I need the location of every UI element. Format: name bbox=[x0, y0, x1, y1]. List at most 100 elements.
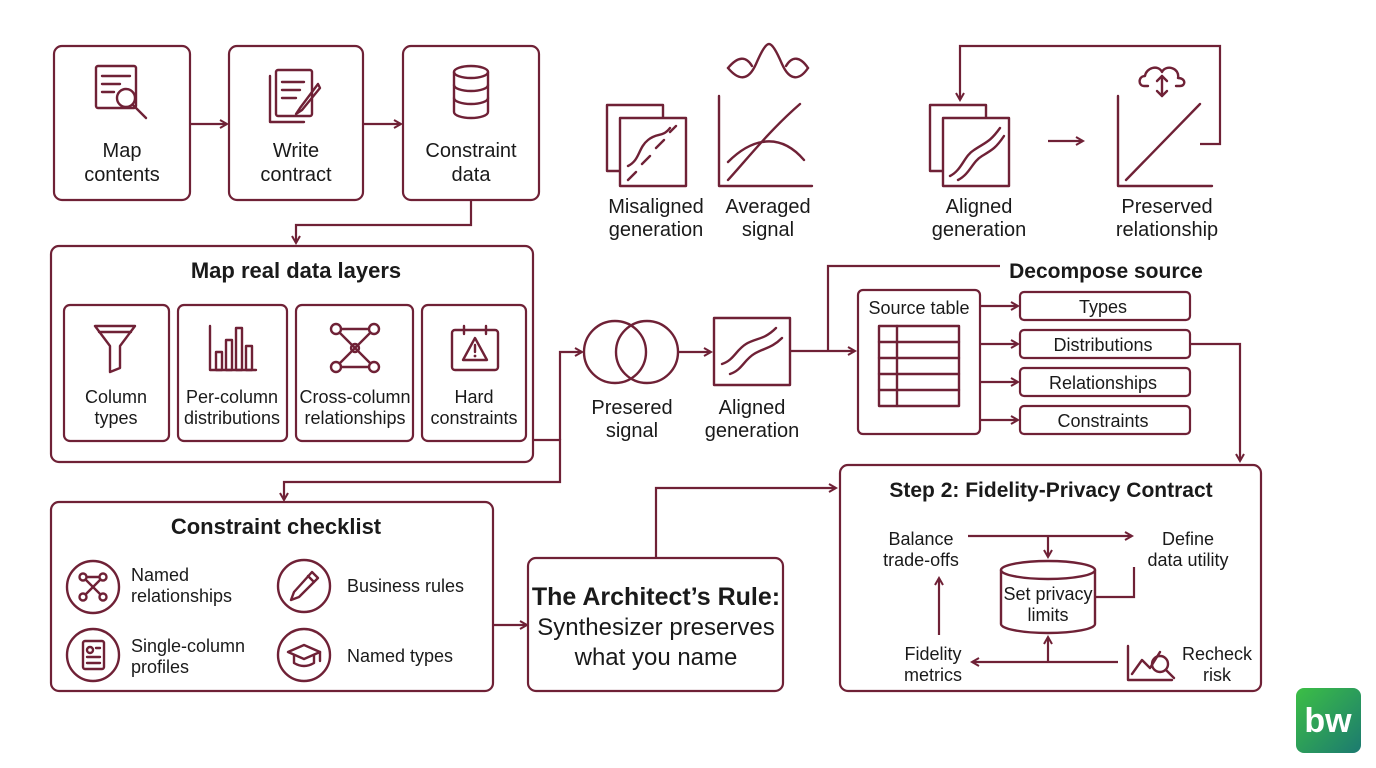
rule-line1: Synthesizer preserves bbox=[537, 614, 774, 641]
svg-text:Business rules: Business rules bbox=[347, 576, 464, 596]
svg-text:relationships: relationships bbox=[131, 586, 232, 606]
output-relationships: Relationships bbox=[1018, 366, 1192, 398]
decompose-section: Decompose source Source table Types Dist… bbox=[856, 260, 1203, 436]
svg-text:Types: Types bbox=[1079, 297, 1127, 317]
svg-text:Cross-column: Cross-column bbox=[299, 387, 410, 407]
privacy-limits-cylinder: Set privacy limits bbox=[999, 559, 1097, 635]
step-write-contract: Write contract bbox=[227, 44, 365, 202]
define-line1: Define bbox=[1162, 529, 1214, 549]
step-label-line2: contents bbox=[84, 164, 160, 186]
svg-text:Named: Named bbox=[131, 565, 189, 585]
table-icon bbox=[877, 324, 961, 408]
connector-define-privacy bbox=[1095, 567, 1136, 599]
svg-text:Averaged: Averaged bbox=[725, 196, 810, 218]
arrow-to-checklist bbox=[284, 438, 562, 500]
funnel-icon bbox=[93, 324, 137, 374]
svg-text:Relationships: Relationships bbox=[1049, 373, 1157, 393]
svg-text:Hard: Hard bbox=[454, 387, 493, 407]
layer-cross-column-relationships: Cross-column relationships bbox=[294, 303, 415, 443]
cloud-sync-icon bbox=[1138, 66, 1186, 98]
svg-text:generation: generation bbox=[609, 219, 704, 241]
fidelity-line2: metrics bbox=[904, 665, 962, 685]
svg-text:generation: generation bbox=[932, 219, 1027, 241]
architect-rule-box: The Architect’s Rule: Synthesizer preser… bbox=[526, 556, 785, 693]
graduation-cap-icon bbox=[286, 643, 322, 668]
svg-text:limits: limits bbox=[1028, 605, 1069, 625]
step-label-line1: Write bbox=[273, 140, 319, 162]
step-constraint-data: Constraint data bbox=[401, 44, 541, 202]
balance-line2: trade-offs bbox=[883, 550, 959, 570]
source-table: Source table bbox=[856, 288, 982, 436]
svg-text:types: types bbox=[94, 408, 137, 428]
define-line2: data utility bbox=[1147, 550, 1228, 570]
layer-hard-constraints: Hard constraints bbox=[420, 303, 528, 443]
document-pen-icon bbox=[268, 68, 322, 124]
layers-panel: Map real data layers Column types Per-co… bbox=[49, 244, 535, 464]
output-constraints: Constraints bbox=[1018, 404, 1192, 436]
presered-signal: Presered signal bbox=[582, 319, 680, 442]
output-types: Types bbox=[1018, 290, 1192, 322]
arrow-to-layers bbox=[296, 200, 473, 243]
svg-text:generation: generation bbox=[705, 420, 800, 442]
checklist-named-types: Named types bbox=[276, 627, 453, 683]
svg-text:Source table: Source table bbox=[868, 298, 969, 318]
balance-line1: Balance bbox=[888, 529, 953, 549]
svg-text:Constraints: Constraints bbox=[1057, 411, 1148, 431]
svg-text:constraints: constraints bbox=[430, 408, 517, 428]
svg-text:Set privacy: Set privacy bbox=[1003, 584, 1092, 604]
arrow-to-presered-signal bbox=[558, 352, 582, 440]
aligned-generation-mid: Aligned generation bbox=[705, 316, 800, 442]
svg-text:Column: Column bbox=[85, 387, 147, 407]
svg-text:Presered: Presered bbox=[591, 397, 672, 419]
bar-chart-icon bbox=[208, 324, 258, 372]
svg-text:Distributions: Distributions bbox=[1053, 335, 1152, 355]
svg-text:profiles: profiles bbox=[131, 657, 189, 677]
rule-title: The Architect’s Rule: bbox=[532, 583, 780, 611]
misaligned-generation: Misaligned generation bbox=[605, 103, 704, 241]
layer-per-column-distributions: Per-column distributions bbox=[176, 303, 289, 443]
brand-logo: bw bbox=[1296, 688, 1361, 753]
step-label-line2: contract bbox=[260, 164, 332, 186]
database-icon bbox=[452, 64, 490, 120]
checklist-business-rules: Business rules bbox=[276, 558, 464, 614]
averaged-signal: Averaged signal bbox=[717, 42, 814, 241]
network-icon bbox=[329, 322, 381, 374]
step-map-contents: Map contents bbox=[52, 44, 192, 202]
step-label-line1: Constraint bbox=[425, 140, 517, 162]
logo-text: bw bbox=[1304, 702, 1352, 740]
arrow-to-contract-top bbox=[1190, 342, 1240, 461]
svg-text:relationship: relationship bbox=[1116, 219, 1218, 241]
recheck-line1: Recheck bbox=[1182, 644, 1253, 664]
svg-text:Misaligned: Misaligned bbox=[608, 196, 704, 218]
checklist-named-relationships: Named relationships bbox=[65, 559, 232, 615]
document-search-icon bbox=[94, 64, 148, 120]
svg-text:distributions: distributions bbox=[184, 408, 280, 428]
network-icon bbox=[78, 572, 108, 602]
contract-title: Step 2: Fidelity-Privacy Contract bbox=[889, 479, 1212, 502]
checklist-single-column-profiles: Single-column profiles bbox=[65, 627, 245, 683]
arrow-to-contract bbox=[654, 488, 836, 558]
pencil-icon bbox=[289, 570, 320, 602]
aligned-generation-top: Aligned generation bbox=[928, 103, 1027, 241]
decompose-title: Decompose source bbox=[1009, 260, 1203, 283]
profile-document-icon bbox=[81, 639, 106, 671]
step-label-line2: data bbox=[452, 164, 492, 186]
risk-chart-search-icon bbox=[1126, 644, 1176, 682]
contract-panel: Step 2: Fidelity-Privacy Contract Balanc… bbox=[838, 463, 1263, 693]
feedback-loop-arrow bbox=[960, 44, 1222, 146]
svg-text:Named types: Named types bbox=[347, 646, 453, 666]
svg-text:signal: signal bbox=[606, 420, 658, 442]
svg-text:signal: signal bbox=[742, 219, 794, 241]
svg-text:Preserved: Preserved bbox=[1121, 196, 1212, 218]
recheck-line2: risk bbox=[1203, 665, 1232, 685]
svg-text:relationships: relationships bbox=[304, 408, 405, 428]
svg-text:Aligned: Aligned bbox=[719, 397, 786, 419]
svg-text:Single-column: Single-column bbox=[131, 636, 245, 656]
warning-icon bbox=[450, 324, 500, 372]
layer-column-types: Column types bbox=[62, 303, 171, 443]
output-distributions: Distributions bbox=[1018, 328, 1192, 360]
svg-text:Per-column: Per-column bbox=[186, 387, 278, 407]
fidelity-line1: Fidelity bbox=[904, 644, 961, 664]
rule-line2: what you name bbox=[574, 644, 738, 671]
